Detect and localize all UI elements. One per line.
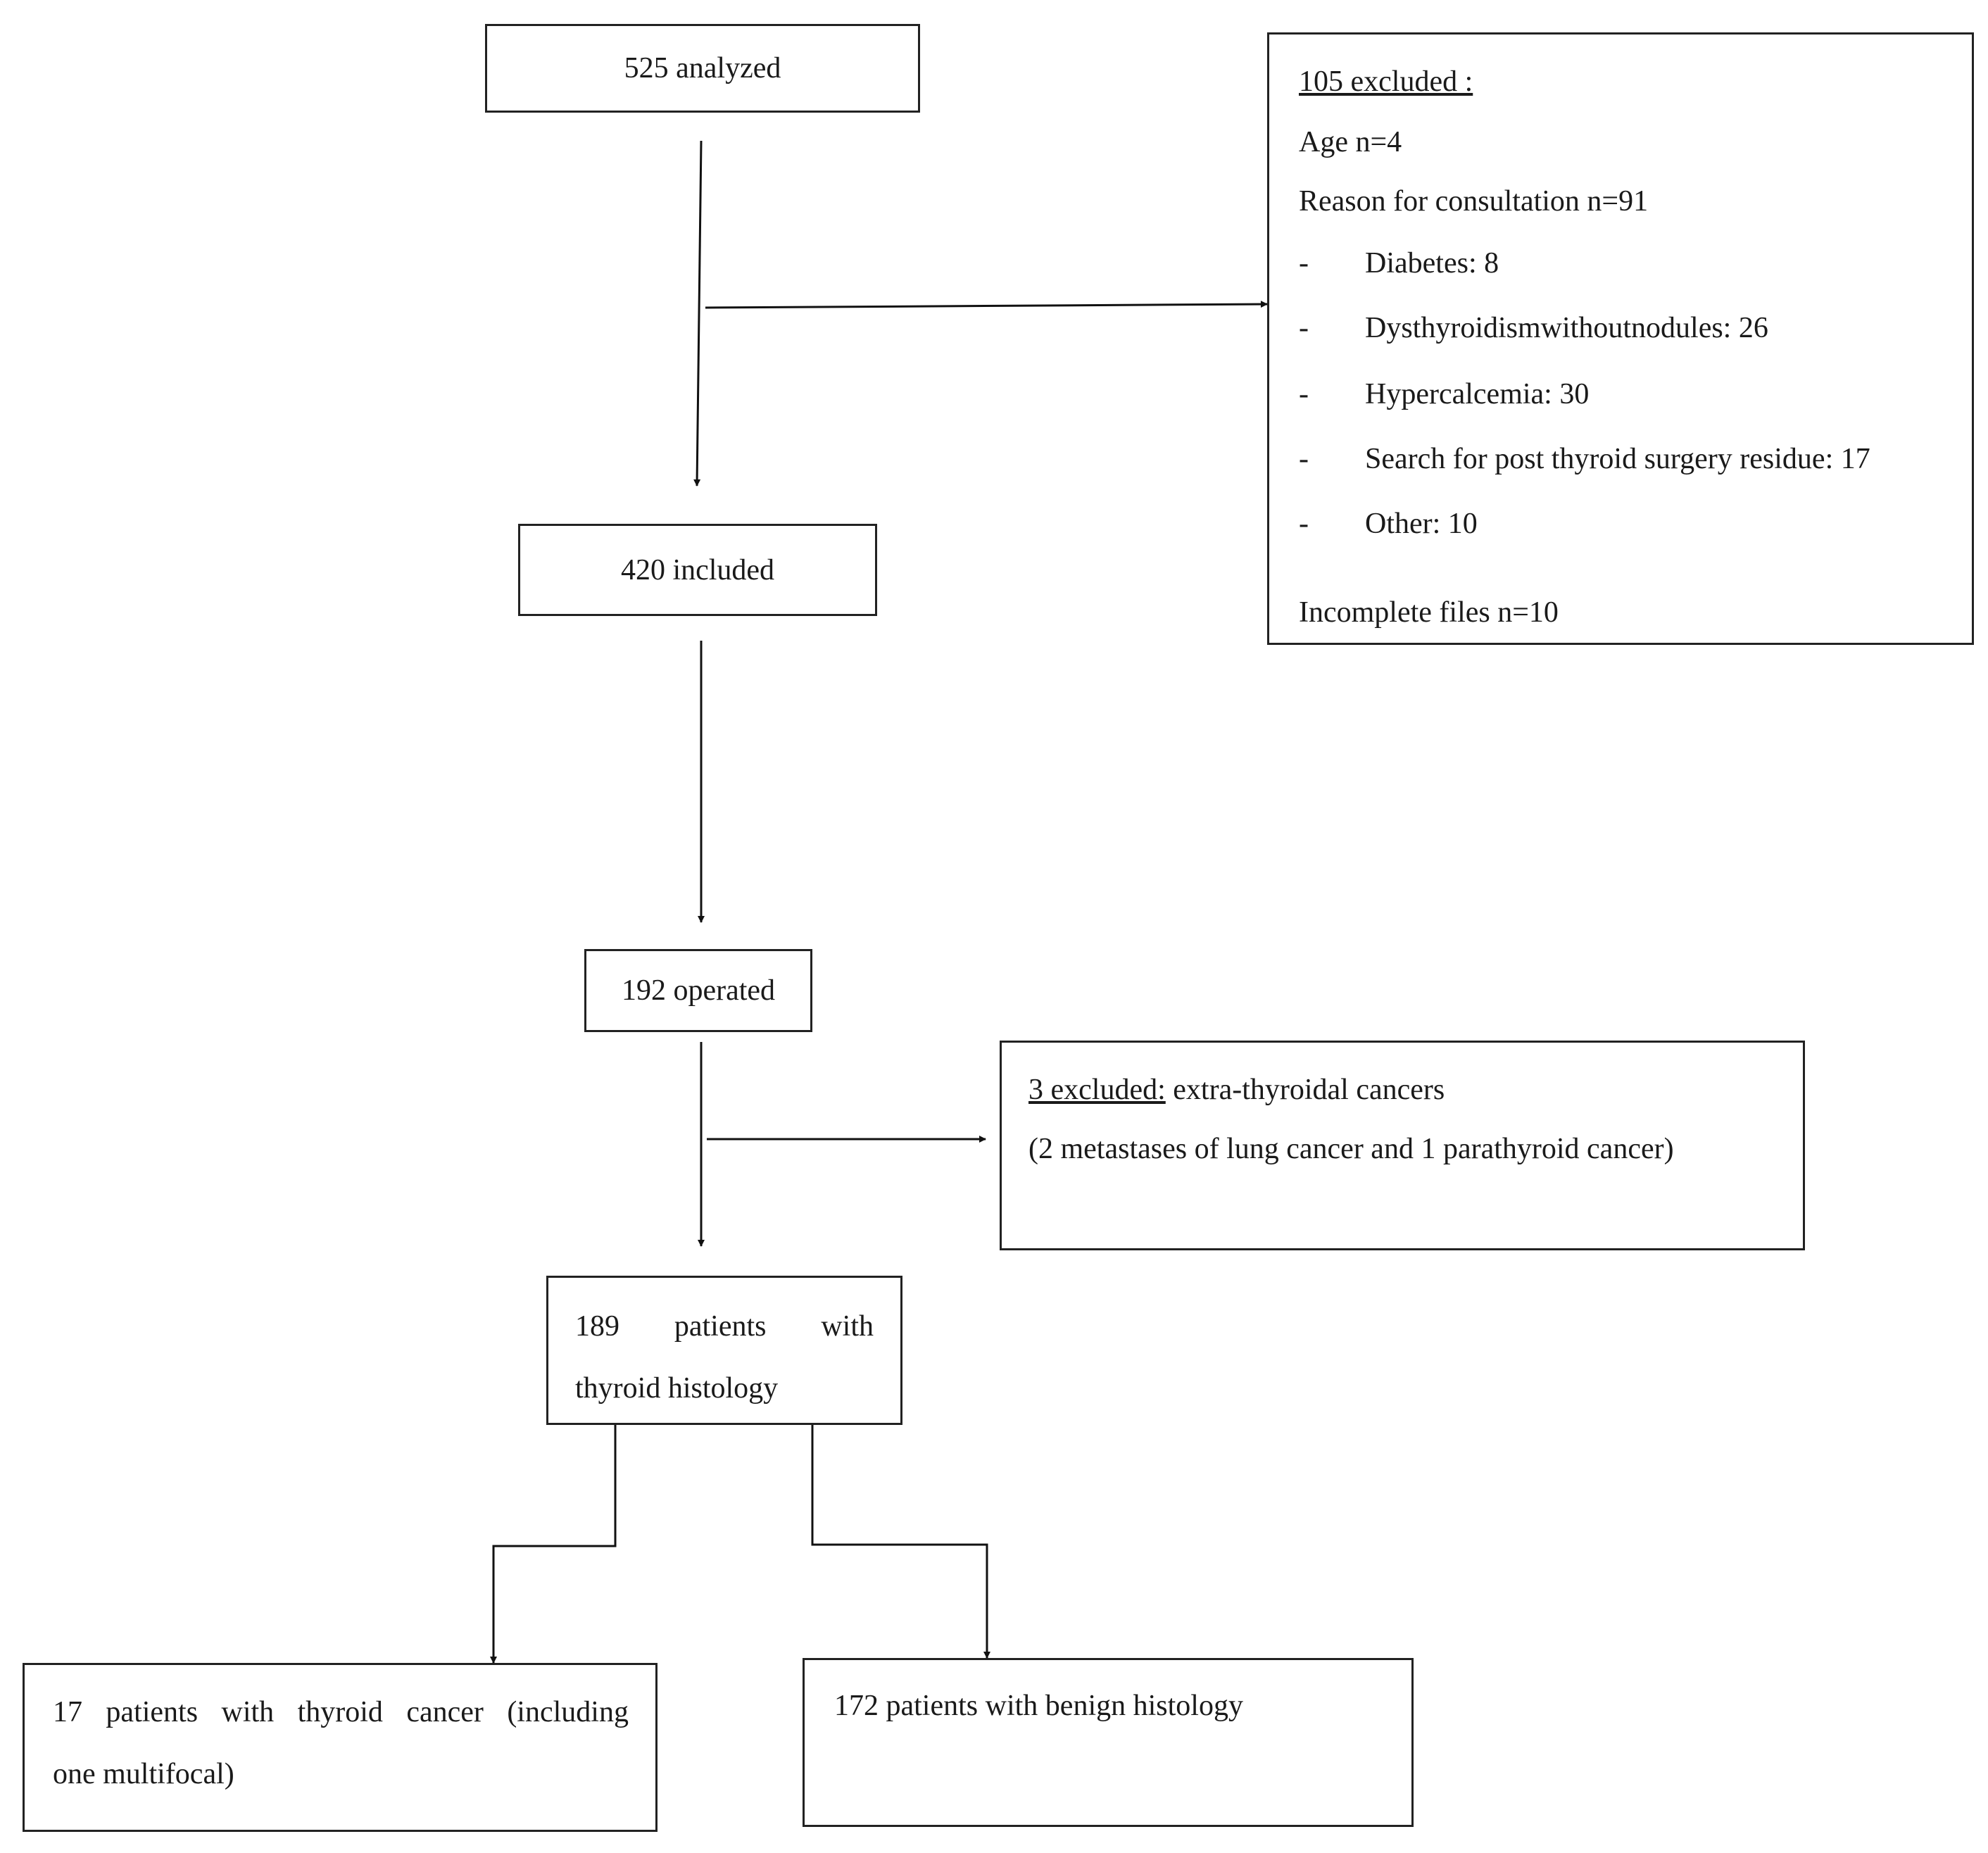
exclusion1-item-diabetes: Diabetes: 8 — [1365, 247, 1499, 279]
exclusion1-reason: Reason for consultation n=91 — [1299, 185, 1649, 218]
bullet-dash: - — [1299, 378, 1309, 410]
histology-box: 189 patients with thyroid histology — [546, 1276, 902, 1425]
exclusion1-item-dysthyroidism: Dysthyroidismwithoutnodules: 26 — [1365, 312, 1768, 344]
included-label: 420 included — [620, 553, 775, 586]
exclusion-box-1: 105 excluded : Age n=4 Reason for consul… — [1267, 32, 1974, 645]
arrow-analyzed-to-included — [693, 140, 703, 486]
operated-label: 192 operated — [621, 974, 776, 1007]
exclusion1-heading: 105 excluded : — [1299, 65, 1473, 98]
exclusion1-age: Age n=4 — [1299, 126, 1402, 158]
bullet-dash: - — [1299, 508, 1309, 540]
exclusion-box-2: 3 excluded: extra-thyroidal cancers (2 m… — [1000, 1041, 1805, 1250]
exclusion1-incomplete: Incomplete files n=10 — [1299, 596, 1559, 629]
exclusion2-heading-line: 3 excluded: extra-thyroidal cancers — [1028, 1075, 1445, 1105]
arrow-to-exclusion1 — [705, 301, 1268, 309]
exclusion1-item-residue: Search for post thyroid surgery residue:… — [1365, 443, 1870, 475]
bullet-dash: - — [1299, 247, 1309, 279]
exclusion1-item-other: Other: 10 — [1365, 508, 1478, 540]
exclusion2-detail: (2 metastases of lung cancer and 1 parat… — [1028, 1133, 1674, 1165]
cancer-line1: 17 patients with thyroid cancer (includi… — [53, 1696, 629, 1728]
analyzed-label: 525 analyzed — [624, 52, 781, 84]
bullet-dash: - — [1299, 312, 1309, 344]
histology-line1: 189 patients with — [575, 1310, 874, 1343]
arrow-histology-to-cancer — [490, 1425, 617, 1664]
operated-box: 192 operated — [584, 949, 812, 1032]
histology-line2: thyroid histology — [575, 1372, 779, 1405]
cancer-box: 17 patients with thyroid cancer (includi… — [23, 1663, 658, 1832]
benign-box: 172 patients with benign histology — [803, 1658, 1414, 1827]
bullet-dash: - — [1299, 443, 1309, 475]
included-box: 420 included — [518, 524, 877, 616]
exclusion2-heading: 3 excluded: — [1028, 1074, 1166, 1106]
benign-label: 172 patients with benign histology — [834, 1690, 1243, 1722]
analyzed-box: 525 analyzed — [485, 24, 920, 113]
exclusion1-item-hypercalcemia: Hypercalcemia: 30 — [1365, 378, 1590, 410]
cancer-line2: one multifocal) — [53, 1758, 234, 1790]
exclusion2-heading-rest: extra-thyroidal cancers — [1165, 1074, 1445, 1106]
arrow-histology-to-benign — [811, 1425, 990, 1659]
